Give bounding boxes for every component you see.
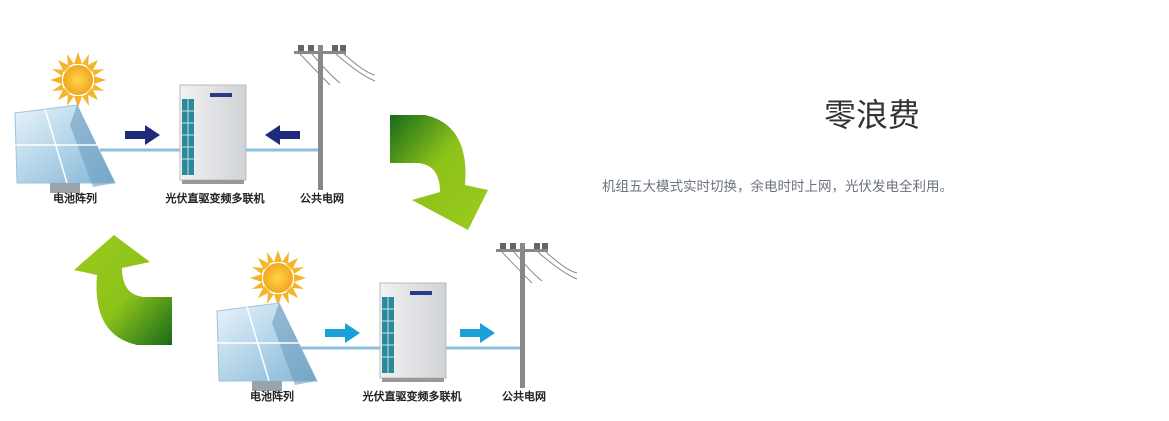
sun-icon bbox=[50, 52, 106, 108]
arrow-right-icon bbox=[325, 323, 360, 343]
power-pole-icon bbox=[495, 242, 578, 389]
hvac-unit-icon bbox=[179, 84, 247, 185]
arrow-left-icon bbox=[265, 125, 300, 145]
cycle-arrow-down-icon bbox=[390, 115, 488, 230]
section-title: 零浪费 bbox=[824, 96, 921, 134]
label-pv-hvac: 光伏直驱变频多联机 bbox=[165, 191, 265, 205]
power-pole-icon bbox=[293, 44, 376, 191]
label-battery-array: 电池阵列 bbox=[53, 191, 97, 205]
section-description: 机组五大模式实时切换，余电时时上网，光伏发电全利用。 bbox=[602, 179, 953, 195]
label-pv-hvac: 光伏直驱变频多联机 bbox=[362, 389, 462, 403]
bottom-row: 电池阵列 光伏直驱变频多联机 公共电网 bbox=[216, 242, 578, 403]
label-public-grid: 公共电网 bbox=[300, 191, 344, 205]
hvac-unit-icon bbox=[379, 282, 447, 383]
top-row: 电池阵列 光伏直驱变频多联机 公共电网 bbox=[14, 44, 376, 205]
label-public-grid: 公共电网 bbox=[502, 389, 546, 403]
pv-grid-diagram: 电池阵列 光伏直驱变频多联机 公共电网 电池阵列 光伏直驱变频多联机 公共电网 bbox=[14, 44, 578, 403]
sun-icon bbox=[250, 250, 306, 306]
cycle-arrow-up-icon bbox=[74, 235, 172, 345]
label-battery-array: 电池阵列 bbox=[250, 389, 294, 403]
arrow-right-icon bbox=[125, 125, 160, 145]
arrow-right-icon bbox=[460, 323, 495, 343]
